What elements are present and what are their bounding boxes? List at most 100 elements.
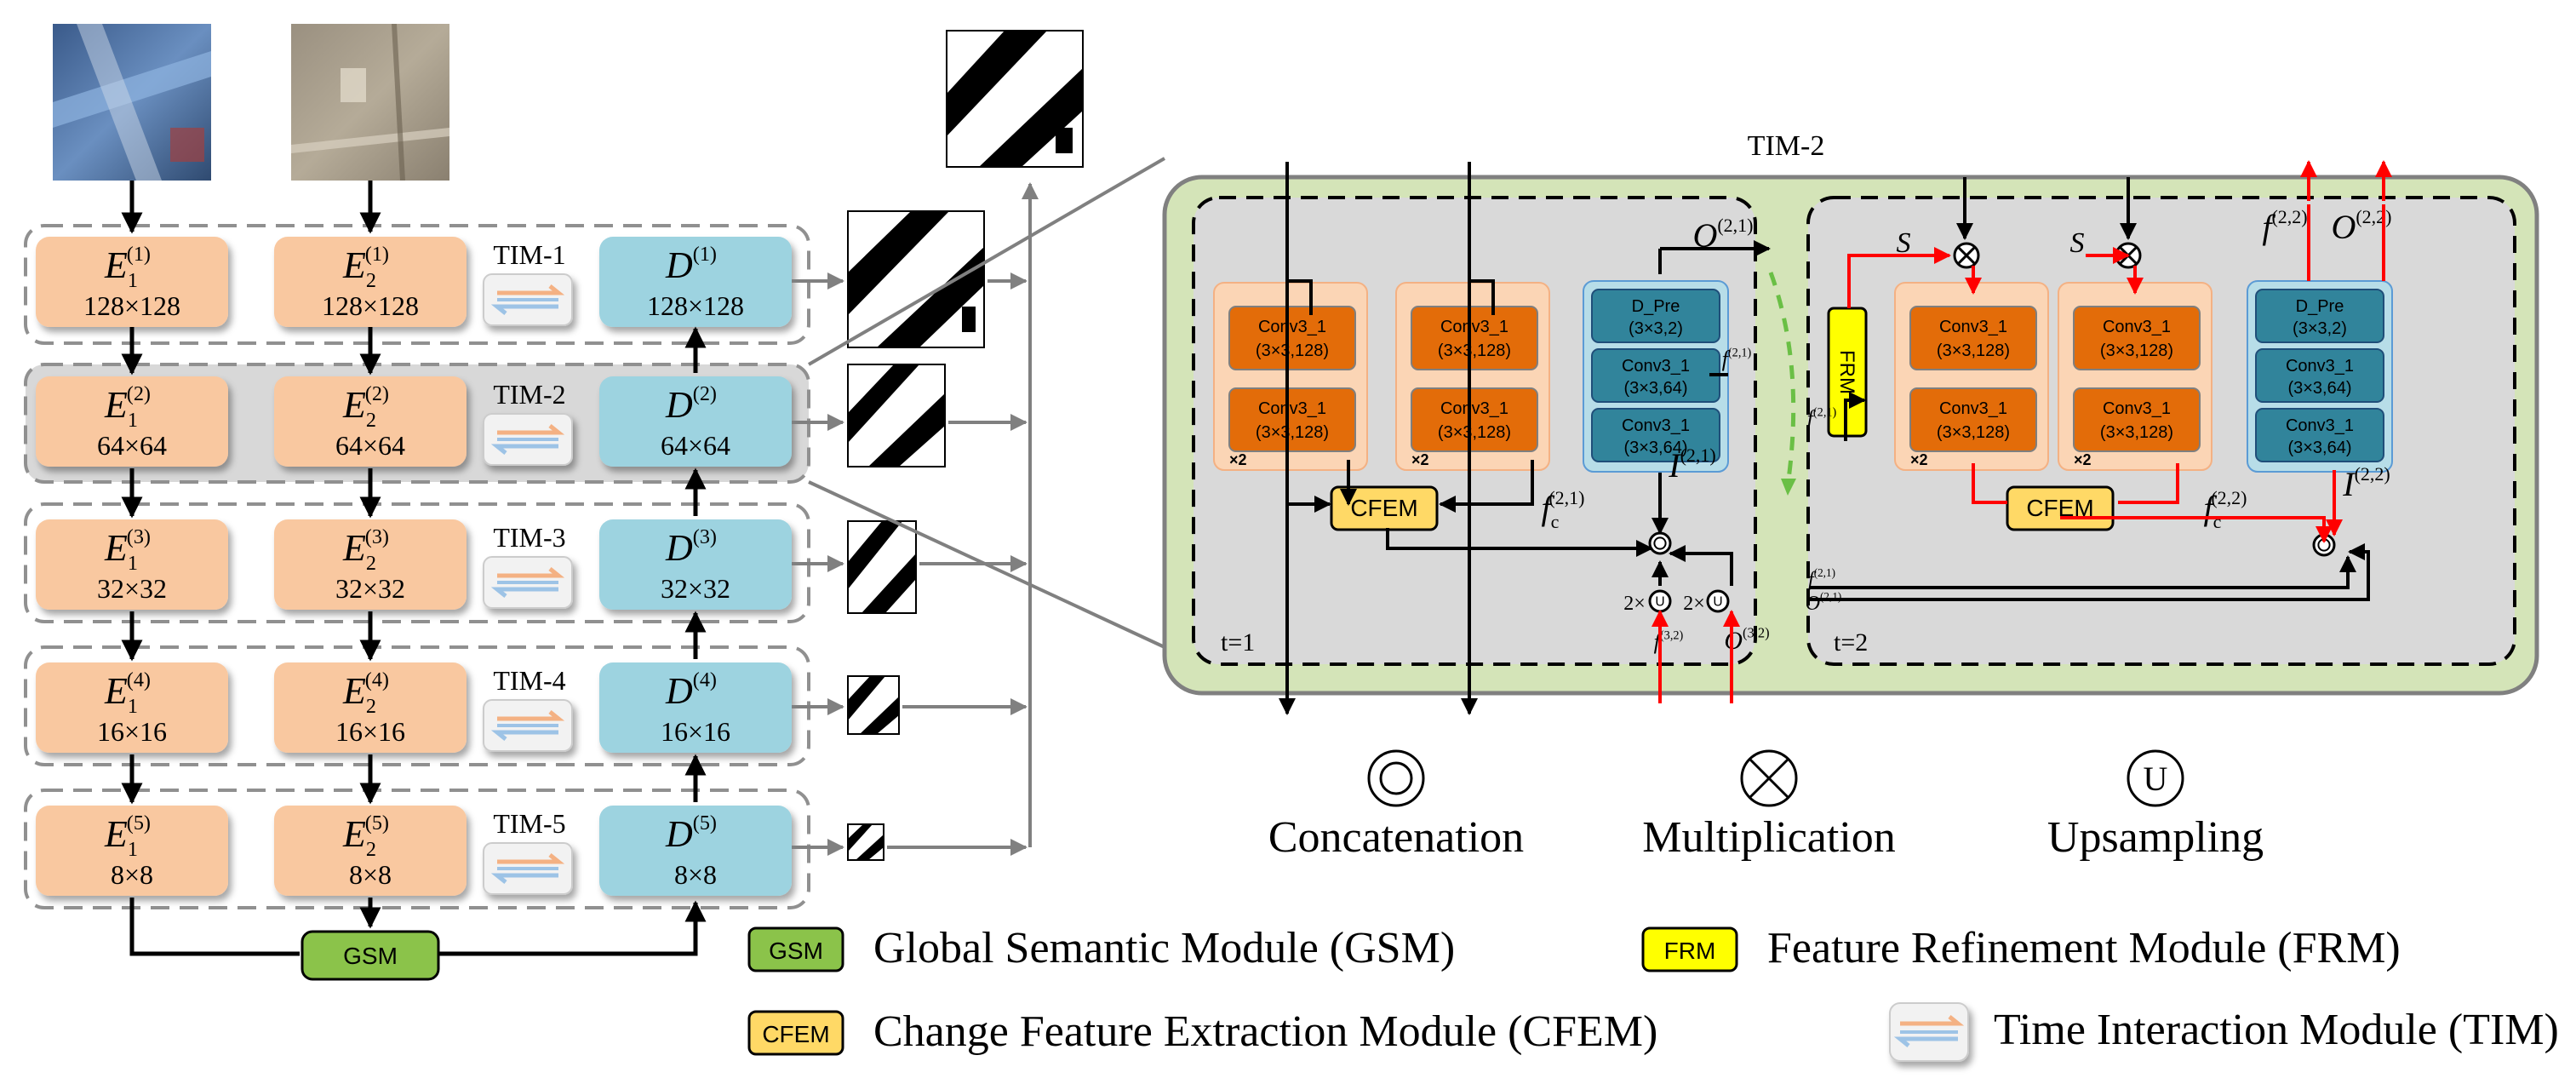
repeat-label: ×2 [1910, 451, 1928, 468]
t2-decoder-stack: D_Pre (3×3,2) Conv3_1 (3×3,64) Conv3_1 (3×3,6… [2247, 280, 2393, 473]
t1-conv-stack-a: Conv3_1(3×3,128)Conv3_1(3×3,128)×2 [1213, 282, 1368, 471]
mask-3 [847, 520, 917, 614]
symbol-label: Concatenation [1268, 813, 1524, 862]
decoder-size: 64×64 [661, 430, 730, 461]
mask-4 [847, 675, 900, 735]
conv-layer-spec: (3×3,128) [1438, 423, 1511, 442]
encoder-block-t1 [36, 376, 228, 467]
conv-layer-spec: (3×3,128) [1438, 341, 1511, 360]
decoder-layer-name: D_Pre [1632, 297, 1680, 316]
legend-label: Change Feature Extraction Module (CFEM) [873, 1007, 1657, 1056]
gsm-block: GSM [301, 930, 440, 981]
t2-cfem: CFEM [2006, 485, 2115, 531]
t1-upsample-op-a: U [1648, 589, 1672, 613]
mask-1 [847, 210, 985, 348]
t1-upsample-op-b: U [1706, 589, 1730, 613]
conv-layer-spec: (3×3,128) [1937, 423, 2010, 442]
encoder-block-t1 [36, 806, 228, 896]
decoder-layer-name: Conv3_1 [1622, 357, 1690, 376]
encoder-block-t1 [36, 237, 228, 327]
conv-layer-spec: (3×3,128) [1937, 341, 2010, 360]
decoder-layer-spec: (3×3,64) [1623, 379, 1687, 398]
decoder-label: D(3) [665, 525, 717, 569]
decoder-size: 8×8 [674, 859, 717, 890]
decoder-layer [2255, 348, 2384, 403]
decoder-layer-spec: (3×3,64) [2287, 379, 2351, 398]
conv-layer-name: Conv3_1 [2103, 399, 2171, 418]
cfem-label: CFEM [1350, 495, 1417, 521]
conv-layer-name: Conv3_1 [1440, 318, 1508, 336]
tim-detail-title: TIM-2 [1748, 130, 1825, 162]
legend-key: GSM [769, 938, 823, 964]
decoder-label: D(2) [665, 382, 717, 426]
t1-conv-stack-b: Conv3_1(3×3,128)Conv3_1(3×3,128)×2 [1395, 282, 1550, 471]
tim-icon [483, 273, 573, 326]
decoder-size: 16×16 [661, 716, 730, 747]
label-f21c: f(2,1) [1807, 405, 1837, 431]
upsample-glyph: U [1655, 594, 1664, 609]
t2-conv-stack-b: Conv3_1(3×3,128)Conv3_1(3×3,128)×2 [2058, 282, 2212, 471]
encoder-size-t2: 64×64 [335, 430, 405, 461]
decoder-layer-name: Conv3_1 [2286, 357, 2354, 376]
encoder-size-t2: 16×16 [335, 716, 405, 747]
repeat-label: ×2 [1229, 451, 1247, 468]
tim-icon [483, 556, 573, 609]
decoder-layer-spec: (3×3,2) [2293, 319, 2347, 338]
conv-layer-spec: (3×3,128) [1256, 341, 1329, 360]
conv-layer-name: Conv3_1 [1939, 318, 2007, 336]
conv-layer [1411, 387, 1538, 452]
conv-layer-spec: (3×3,128) [1256, 423, 1329, 442]
t1-cfem: CFEM [1330, 485, 1439, 531]
encoder-block-t2 [274, 519, 467, 610]
label-up-b: 2× [1683, 593, 1705, 615]
label-up-a: 2× [1623, 593, 1646, 615]
encoder-label-t1: E1(5) [104, 812, 151, 861]
decoder-layer-spec: (3×3,64) [2287, 439, 2351, 457]
tim-label: TIM-3 [493, 522, 565, 553]
decoder-layer-spec: (3×3,2) [1629, 319, 1683, 338]
decoder-layer-name: Conv3_1 [2286, 416, 2354, 435]
tim-icon [483, 699, 573, 752]
decoder-layer [2255, 408, 2384, 462]
tim-blocks: Conv3_1 (3×3,128) Conv3_1 (3×3,128) ×2 Conv3_… [1213, 206, 2393, 655]
tim-label: TIM-1 [493, 239, 565, 270]
legend-label: Global Semantic Module (GSM) [873, 924, 1455, 972]
repeat-label: ×2 [2074, 451, 2092, 468]
decoder-block [599, 806, 792, 896]
legend-label: Time Interaction Module (TIM) [1994, 1006, 2559, 1054]
t1-concat-op [1648, 531, 1672, 555]
encoder-size-t1: 128×128 [83, 290, 180, 321]
encoder-label-t2: E2(4) [342, 668, 389, 718]
encoder-size-t2: 8×8 [349, 859, 392, 890]
label-o22: O(2,2) [2331, 206, 2391, 246]
symbol-concat: Concatenation [1268, 749, 1524, 862]
encoder-block-t1 [36, 519, 228, 610]
encoder-block-t2 [274, 806, 467, 896]
decoder-layer-name: D_Pre [2296, 297, 2344, 316]
decoder-layer-name: Conv3_1 [1622, 416, 1690, 435]
decoder-block [599, 376, 792, 467]
concat-icon [1367, 749, 1425, 807]
gsm-label: GSM [343, 943, 398, 969]
encoder-size-t1: 64×64 [97, 430, 167, 461]
encoder-label-t1: E1(3) [104, 525, 151, 575]
encoder-label-t2: E2(3) [342, 525, 389, 575]
conv-layer-name: Conv3_1 [1258, 399, 1326, 418]
encoder-block-t2 [274, 662, 467, 753]
decoder-label: D(1) [665, 243, 717, 286]
encoder-label-t1: E1(1) [104, 243, 151, 292]
decoder-layer [1591, 408, 1720, 462]
conv-layer [1228, 387, 1356, 452]
legend-item-tim: Time Interaction Module (TIM) [1889, 1002, 2559, 1062]
conv-layer-spec: (3×3,128) [2100, 423, 2173, 442]
t2-label: t=2 [1834, 628, 1868, 657]
conv-layer [2073, 387, 2201, 452]
encoder-arrows [121, 181, 707, 956]
